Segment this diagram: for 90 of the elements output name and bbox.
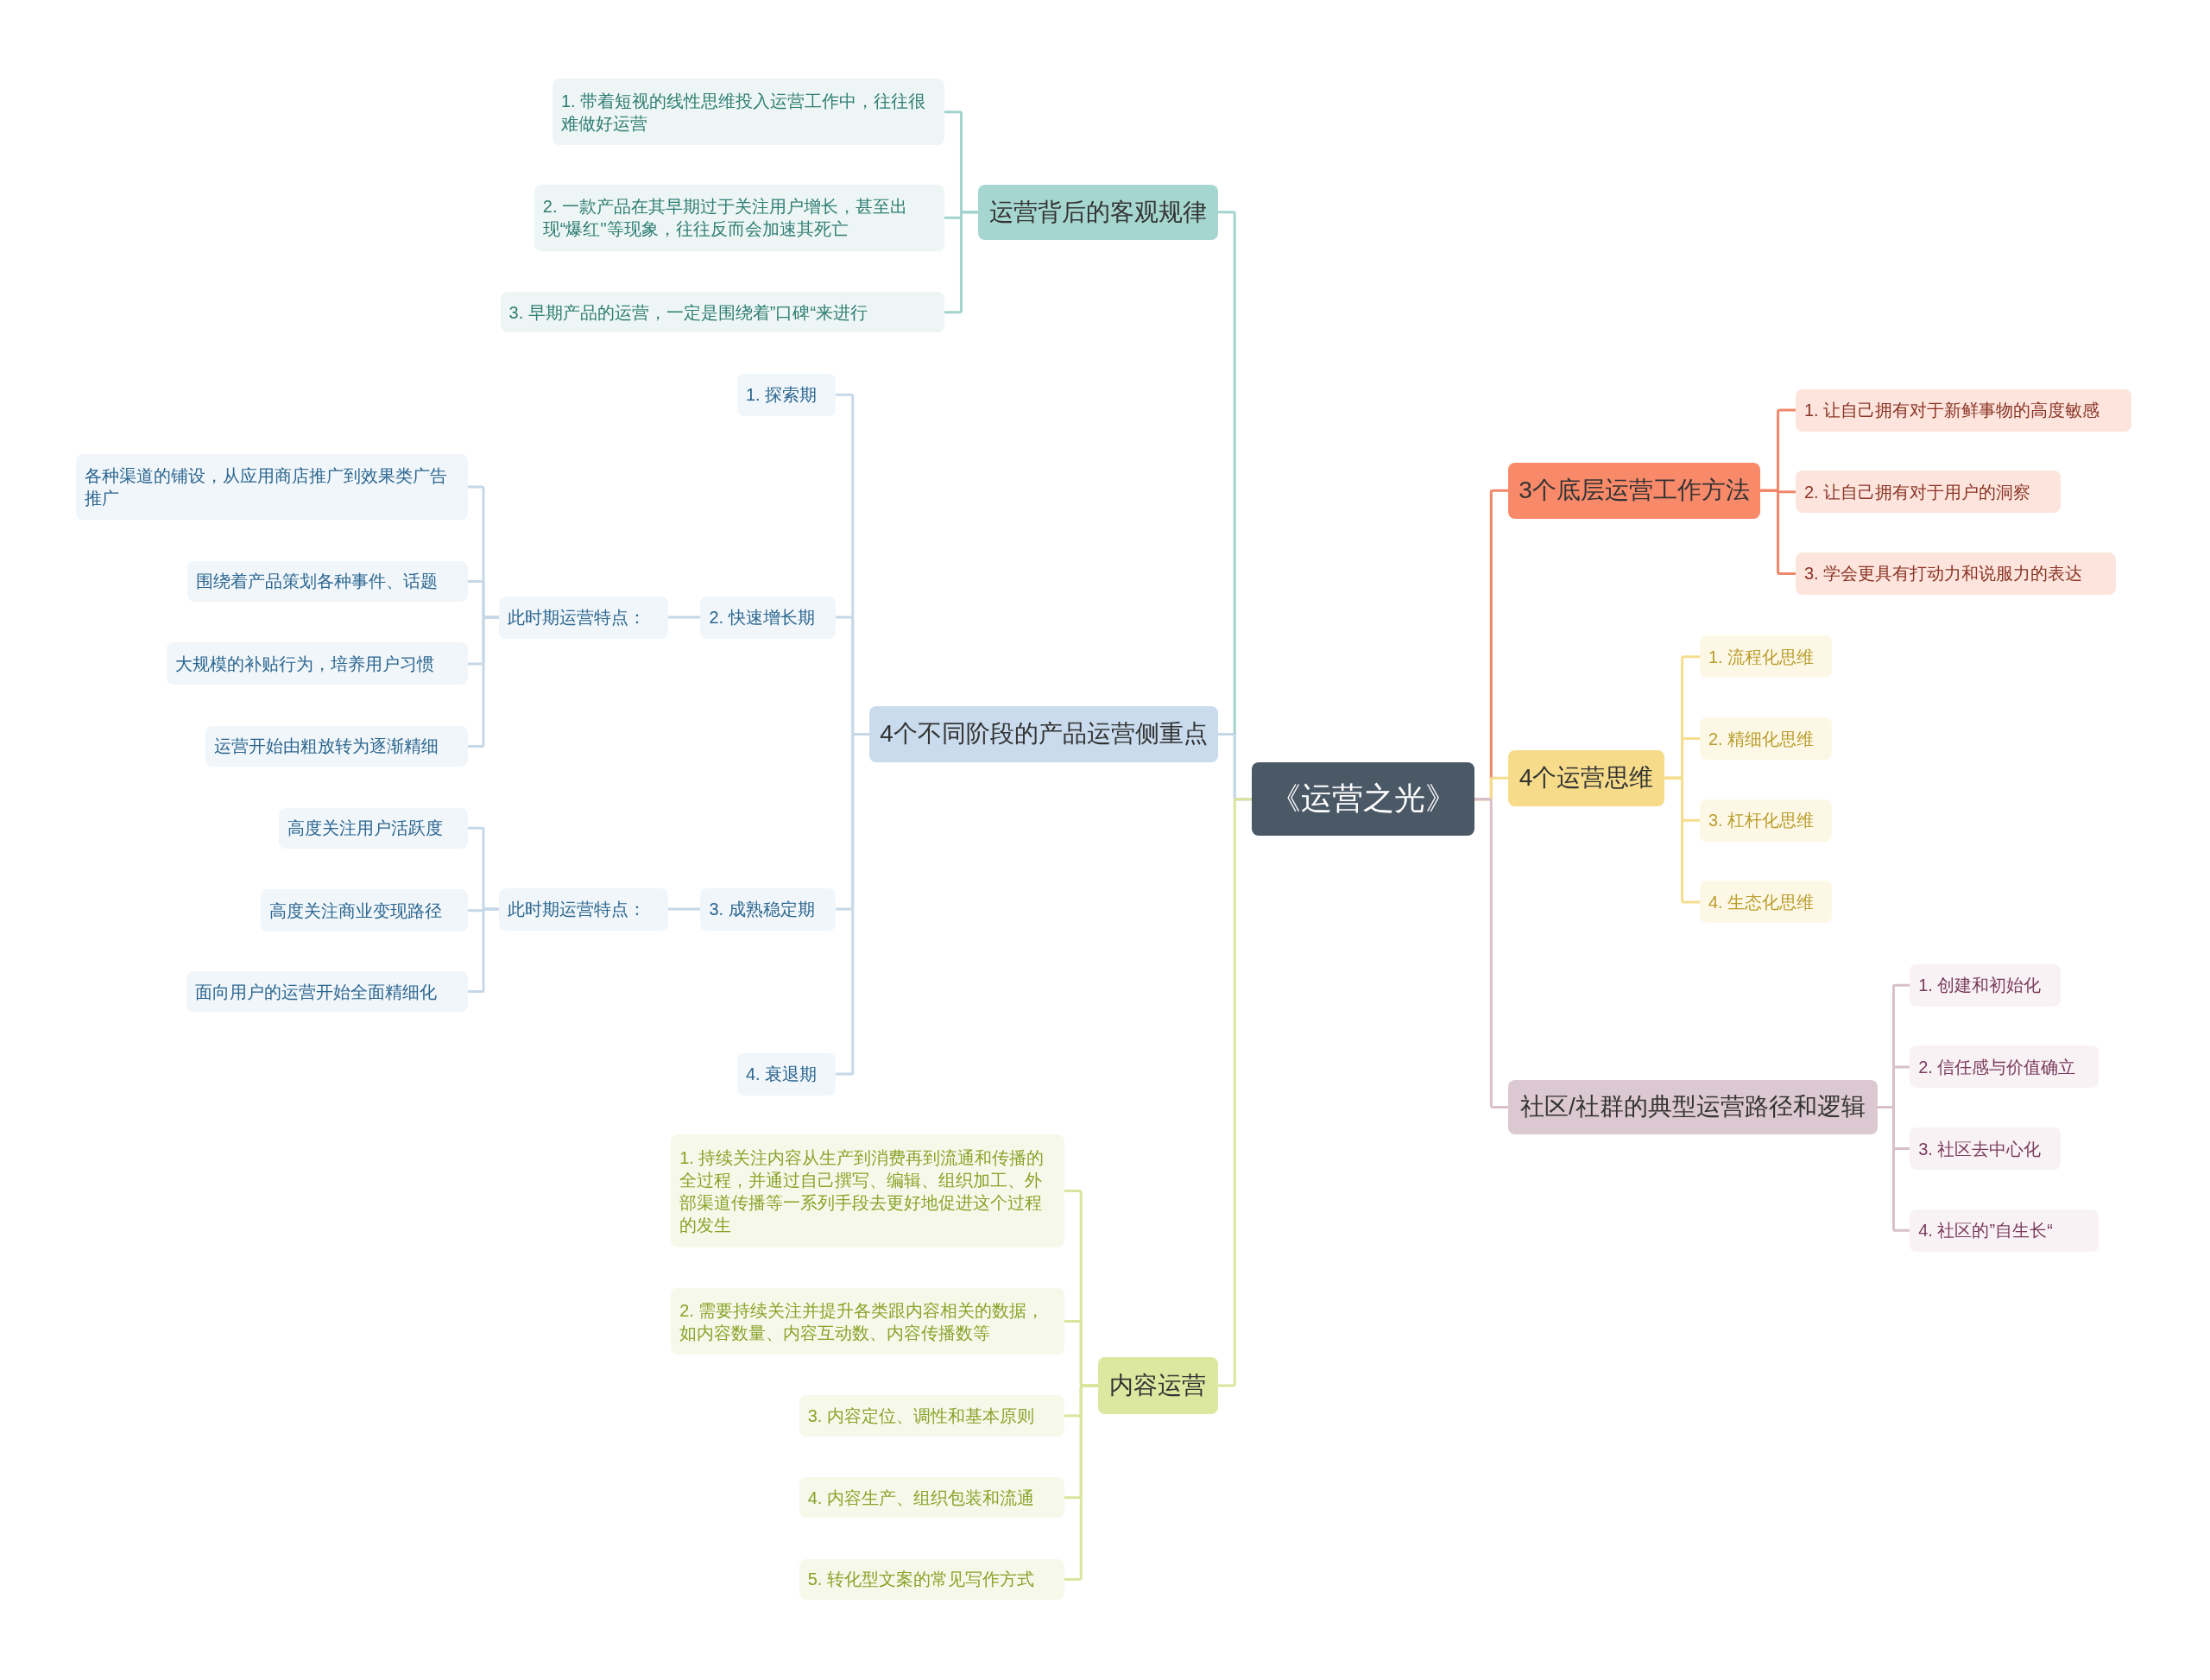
topic-text: 此时期运营特点： (507, 899, 647, 921)
topic-text: 面向用户的运营开始全面精细化 (194, 981, 438, 1003)
subtopic-box (552, 79, 944, 146)
topic-text: 各种渠道的铺设，从应用商店推广到效果类广告推广 (85, 465, 449, 510)
branch-topic-box (1507, 1079, 1878, 1135)
connector-line (1217, 798, 1252, 1387)
topic-text: 3. 成熟稳定期 (709, 899, 816, 921)
topic-text: 4. 社区的”自生长“ (1918, 1220, 2054, 1242)
central-topic-box (1251, 762, 1474, 837)
topic-text: 内容运营 (1108, 1370, 1208, 1400)
topic-text: 1. 持续关注内容从生产到消费再到流通和传播的全过程，并通过自己撰写、编辑、组织加工、外部渠道传播等一系列手段去更好地促进这个过程的发生 (679, 1146, 1045, 1236)
topic-text: 运营背后的客观规律 (988, 197, 1208, 227)
subtopic-box (279, 807, 468, 849)
topic-text: 2. 快速增长期 (709, 607, 816, 629)
connector-line (1877, 1105, 1910, 1232)
topic-text: 1. 让自己拥有对于新鲜事物的高度敏感 (1804, 400, 2101, 422)
connector-line (468, 616, 499, 748)
topic-text: 社区/社群的典型运营路径和逻辑 (1519, 1092, 1866, 1122)
subtopic-box (1796, 553, 2116, 595)
subtopic-box (1796, 471, 2061, 514)
subtopic-box (671, 1288, 1064, 1355)
topic-text: 3. 学会更具有打动力和说服力的表达 (1804, 563, 2084, 585)
subtopic-box (1910, 1045, 2099, 1089)
subtopic-box (534, 184, 944, 251)
topic-text: 2. 精细化思维 (1708, 728, 1815, 750)
topic-text: 3. 早期产品的运营，一定是围绕着”口碑“来进行 (508, 301, 869, 324)
topic-text: 高度关注用户活跃度 (287, 818, 445, 840)
subtopic-box (1910, 963, 2061, 1007)
subtopic-box (498, 887, 668, 931)
subtopic-box (166, 642, 468, 685)
topic-text: 围绕着产品策划各种事件、话题 (196, 571, 439, 593)
topic-text: 4个运营思维 (1518, 763, 1655, 793)
topic-text: 1. 探索期 (745, 384, 818, 407)
branch-topic-box (978, 184, 1218, 240)
connector-line (1760, 489, 1796, 575)
subtopic-box (187, 560, 469, 603)
branch-topic-box (1507, 749, 1665, 806)
connector-line (944, 211, 979, 314)
topic-text: 5. 转化型文案的常见写作方式 (807, 1569, 1035, 1591)
topic-text: 3. 内容定位、调性和基本原则 (807, 1405, 1035, 1427)
subtopic-box (700, 887, 837, 931)
topic-text: 2. 信任感与价值确立 (1918, 1056, 2077, 1078)
subtopic-box (799, 1558, 1064, 1601)
topic-text: 4. 内容生产、组织包装和流通 (807, 1487, 1035, 1509)
subtopic-box (1796, 388, 2131, 432)
topic-text: 4. 衰退期 (745, 1064, 818, 1086)
subtopic-box (1699, 717, 1833, 760)
topic-text: 1. 流程化思维 (1708, 646, 1815, 668)
topic-text: 3个底层运营工作方法 (1518, 475, 1751, 505)
subtopic-box (799, 1395, 1064, 1437)
subtopic-box (1699, 799, 1833, 842)
subtopic-box (205, 725, 469, 767)
topic-text: 运营开始由粗放转为逐渐精细 (214, 736, 440, 758)
subtopic-box (736, 373, 837, 416)
topic-text: 高度关注商业变现路径 (269, 900, 444, 922)
topic-text: 2. 让自己拥有对于用户的洞察 (1804, 481, 2032, 503)
topic-text: 1. 带着短视的线性思维投入运营工作中，往往很难做好运营 (561, 90, 927, 135)
branch-topic-box (1097, 1357, 1218, 1414)
subtopic-box (736, 1052, 837, 1096)
topic-text: 此时期运营特点： (507, 607, 647, 629)
topic-text: 《运营之光》 (1268, 780, 1457, 818)
subtopic-box (671, 1134, 1064, 1247)
branch-topic-box (1507, 462, 1761, 519)
connector-line (667, 907, 701, 911)
subtopic-box (76, 453, 469, 521)
connector-line (1474, 798, 1508, 1108)
connector-line (1664, 776, 1700, 904)
topic-text: 3. 社区去中心化 (1918, 1138, 2043, 1160)
topic-text: 4个不同阶段的产品运营侧重点 (879, 719, 1209, 749)
subtopic-box (1910, 1127, 2061, 1171)
topic-text: 2. 一款产品在其早期过于关注用户增长，甚至出现“爆红"等现象，往往反而会加速其死亡 (542, 196, 908, 241)
subtopic-box (186, 970, 468, 1013)
subtopic-box (1699, 881, 1833, 924)
subtopic-box (1910, 1209, 2099, 1252)
topic-text: 2. 需要持续关注并提升各类跟内容相关的数据，如内容数量、内容互动数、内容传播数等 (679, 1299, 1045, 1344)
connector-line (836, 733, 870, 1076)
branch-topic-box (869, 705, 1218, 763)
topic-text: 4. 生态化思维 (1708, 891, 1815, 913)
topic-text: 1. 创建和初始化 (1918, 975, 2043, 997)
subtopic-box (1699, 635, 1833, 679)
subtopic-box (799, 1477, 1064, 1519)
connector-line (468, 907, 499, 994)
subtopic-box (700, 596, 837, 639)
subtopic-box (498, 596, 668, 639)
subtopic-box (500, 291, 944, 333)
topic-text: 3. 杠杆化思维 (1708, 810, 1815, 832)
topic-text: 大规模的补贴行为，培养用户习惯 (174, 653, 435, 675)
subtopic-box (261, 889, 469, 932)
connector-line (1064, 1384, 1098, 1581)
connector-line (667, 616, 701, 619)
